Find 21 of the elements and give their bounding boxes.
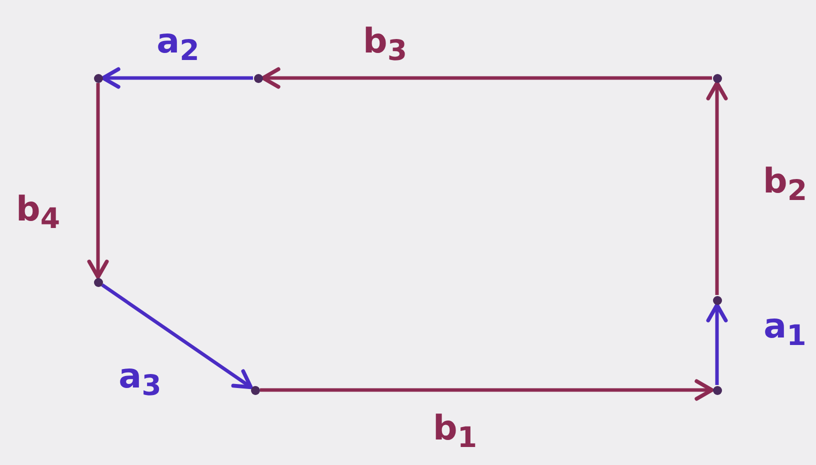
edge-label: b$_{4}$: [14, 192, 62, 234]
vector-arrow: [706, 303, 728, 385]
point-dot: [712, 74, 722, 82]
point-dot: [94, 74, 102, 82]
vector-arrow: [87, 83, 109, 279]
edge-label: b$_{2}$: [762, 164, 808, 206]
point-dot: [712, 386, 722, 394]
point-dot: [250, 386, 260, 394]
vector-arrow: [706, 81, 728, 295]
edge-label: b$_{3}$: [362, 24, 408, 66]
vector-arrow: [101, 67, 253, 89]
edge-label: a$_{2}$: [156, 24, 200, 66]
point-dot: [712, 296, 722, 304]
edge-label: a$_{1}$: [762, 309, 808, 351]
point-dot: [254, 74, 262, 82]
edge-label: a$_{3}$: [118, 359, 162, 401]
vector-arrow: [101, 283, 253, 390]
vector-arrow: [261, 67, 712, 89]
point-dot: [94, 278, 102, 286]
vector-arrow: [260, 379, 714, 401]
edge-label: b$_{1}$: [432, 411, 478, 453]
